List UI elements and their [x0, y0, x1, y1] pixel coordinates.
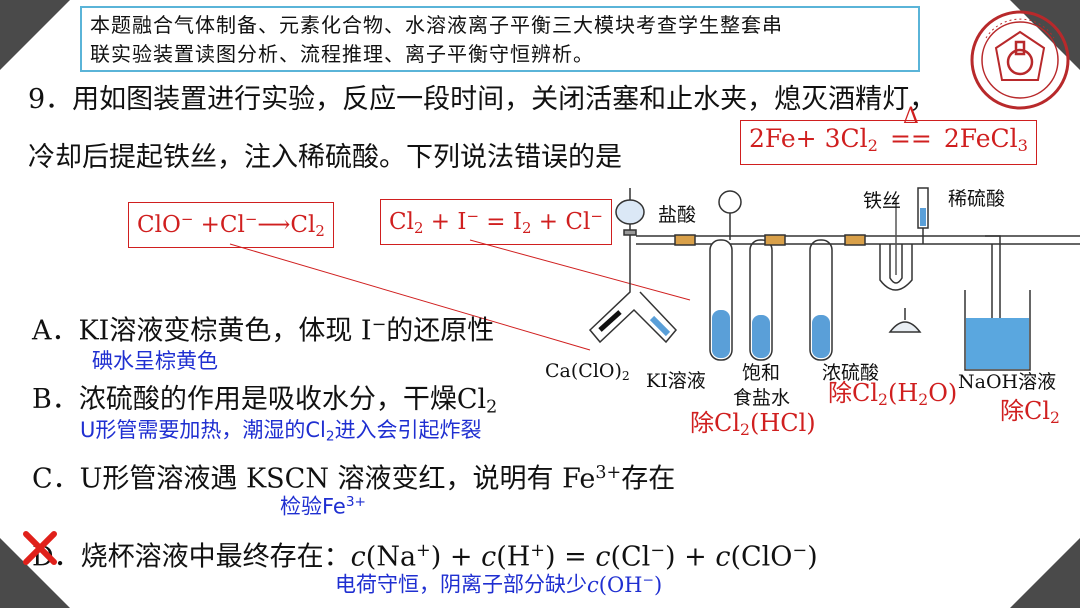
question-stem-line-1: 9．用如图装置进行实验，反应一段时间，关闭活塞和止水夹，熄灭酒精灯， — [28, 84, 937, 115]
corner-decoration-top-left — [0, 0, 70, 70]
eq-fecl3-arrow: == — [889, 124, 932, 153]
summary-line-2: 联实验装置读图分析、流程推理、离子平衡守恒辨析。 — [90, 42, 594, 66]
eq-ki-a: Cl — [389, 209, 414, 236]
eq-clo-arrow: ⟶ — [257, 212, 291, 239]
eq-fecl3-condition: Δ — [902, 104, 919, 129]
note-remove-h2o: 除Cl2(H2O) — [828, 379, 958, 409]
option-a-note: 碘水呈棕黄色 — [92, 349, 218, 373]
option-d: D．烧杯溶液中最终存在：c(Na+) + c(H+) = c(Cl−) + c(… — [32, 541, 818, 573]
label-brine-line-2: 食盐水 — [733, 387, 791, 409]
option-c: C．U形管溶液遇 KSCN 溶液变红，说明有 Fe3+存在 — [32, 463, 676, 495]
eq-fecl3-sub2: 3 — [1017, 136, 1029, 156]
eq-ki-d: + Cl — [531, 209, 591, 236]
eq-clo-a: ClO — [137, 212, 181, 239]
note-remove-cl2: 除Cl2 — [1000, 397, 1060, 427]
note-remove-hcl: 除Cl2(HCl) — [690, 409, 816, 439]
apparatus-diagram — [588, 187, 1080, 371]
eq-fecl3-lhs: 2Fe+ 3Cl — [749, 124, 868, 153]
summary-line-1: 本题融合气体制备、元素化合物、水溶液离子平衡三大模块考查学生整套串 — [90, 13, 783, 37]
label-iron-wire: 铁丝 — [863, 190, 902, 212]
equation-fecl3-box: 2Fe+ 3Cl2 Δ == 2FeCl3 — [740, 104, 1038, 166]
question-stem-line-2: 冷却后提起铁丝，注入稀硫酸。下列说法错误的是 — [28, 142, 622, 173]
label-conc-sulfuric-acid: 浓硫酸 — [822, 362, 880, 384]
summary-box: 本题融合气体制备、元素化合物、水溶液离子平衡三大模块考查学生整套串 联实验装置读… — [80, 6, 920, 72]
label-brine-line-1: 饱和 — [742, 362, 781, 384]
option-a: A．KI溶液变棕黄色，体现 I−的还原性 — [32, 315, 495, 347]
eq-ki-b-sup: − — [466, 207, 479, 225]
option-c-note: 检验Fe3+ — [280, 494, 366, 519]
pointer-line-ki — [469, 239, 691, 301]
label-dilute-sulfuric-acid: 稀硫酸 — [948, 188, 1006, 210]
eq-fecl3-sub1: 2 — [867, 136, 878, 156]
label-caclo2: Ca(ClO)2 — [545, 360, 630, 384]
wrong-cross-icon — [23, 531, 57, 565]
eq-ki-eq: = I — [479, 209, 522, 236]
eq-clo-b-sup: − — [244, 210, 258, 228]
equation-ki-box: Cl2 + I− = I2 + Cl− — [380, 199, 612, 245]
studio-seal-logo — [970, 10, 1070, 110]
corner-decoration-bottom-right — [1010, 538, 1080, 608]
eq-fecl3-rhs: 2FeCl — [935, 124, 1018, 153]
eq-ki-d-sup: − — [590, 207, 603, 225]
eq-clo-a-sup: − — [180, 210, 194, 228]
label-naoh-solution: NaOH溶液 — [958, 371, 1057, 393]
eq-clo-b: +Cl — [193, 212, 245, 239]
pointer-line-clo — [229, 243, 591, 351]
equation-clo-box: ClO− +Cl−⟶Cl2 — [128, 202, 334, 248]
eq-clo-c: Cl — [290, 212, 316, 239]
eq-ki-a-sub: 2 — [413, 218, 424, 237]
option-b-note: U形管需要加热，潮湿的Cl2进入会引起炸裂 — [80, 418, 482, 445]
eq-ki-b: + I — [423, 209, 467, 236]
eq-ki-c-sub: 2 — [521, 218, 532, 237]
eq-clo-c-sub: 2 — [315, 221, 325, 240]
option-b: B．浓硫酸的作用是吸收水分，干燥Cl2 — [32, 384, 498, 418]
label-ki-solution: KI溶液 — [646, 370, 706, 392]
option-d-note: 电荷守恒，阴离子部分缺少c(OH−) — [335, 572, 663, 597]
option-d-text: ．烧杯溶液中最终存在： — [53, 541, 351, 573]
label-hcl: 盐酸 — [658, 204, 697, 226]
